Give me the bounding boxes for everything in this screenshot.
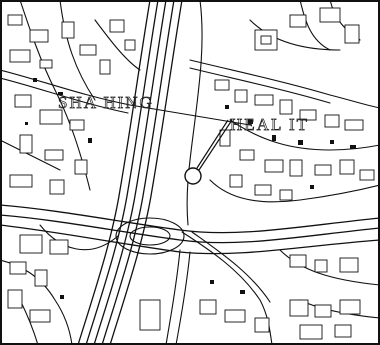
highway-corridor	[77, 0, 183, 345]
district-label-west: SHA HING	[58, 93, 154, 112]
district-label-east: HEAL IT	[230, 115, 309, 134]
location-circle-icon[interactable]	[184, 119, 233, 185]
buildings-northwest	[7, 14, 136, 195]
buildings-east	[214, 7, 375, 201]
buildings-south	[7, 234, 361, 340]
interchange-roads	[0, 204, 380, 345]
